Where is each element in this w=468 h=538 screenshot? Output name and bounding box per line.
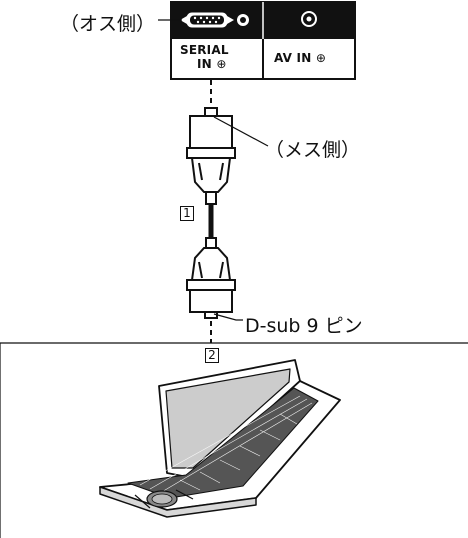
laptop-icon [99, 359, 341, 518]
db9-port-icon [180, 12, 234, 28]
female-side-leader [213, 116, 269, 147]
dsub-leader [213, 313, 243, 321]
pc-frame [0, 342, 468, 538]
terminal-panel [170, 1, 356, 80]
dsub-label: D-sub 9 ピン [245, 315, 363, 337]
female-side-label: （メス側） [265, 139, 361, 161]
pc-callout: 2 [205, 348, 219, 363]
serial-in-label-line2: IN ⊕ [197, 57, 227, 71]
input-arrow-icon: ⊕ [315, 51, 327, 65]
av-jack-icon [301, 11, 317, 27]
db9-connector-icon [186, 237, 236, 319]
cable-callout: 1 [180, 206, 194, 221]
screw-icon [237, 14, 249, 26]
av-in-label: AV IN ⊕ [274, 51, 326, 65]
serial-in-label-text: IN [197, 57, 212, 71]
db9-connector-icon [186, 107, 236, 205]
serial-in-label-line1: SERIAL [180, 43, 229, 57]
av-in-label-text: AV IN [274, 51, 312, 65]
input-arrow-icon: ⊕ [216, 57, 227, 71]
male-side-label: （オス側） [60, 13, 156, 35]
